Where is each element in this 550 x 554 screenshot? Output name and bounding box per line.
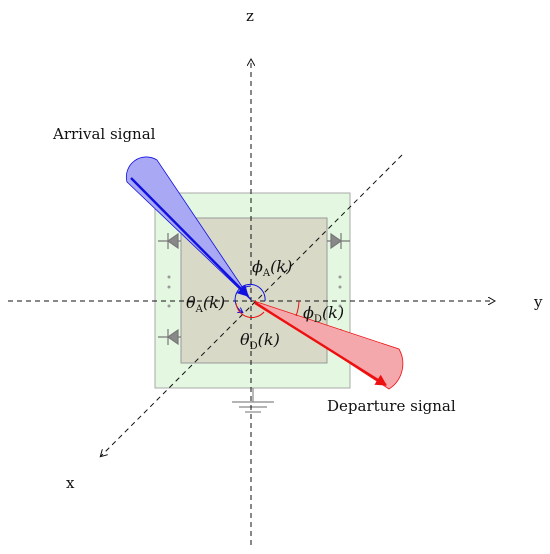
phi-d-arc [295,300,300,317]
phi-d-label: ϕD(k) [303,303,344,325]
theta-d-label: θD(k) [240,330,280,352]
ground-icon [232,388,274,413]
x-axis [101,154,403,456]
departure-arrow [254,301,387,387]
departure-signal-label: Departure signal [327,397,456,415]
theta-a-label: θA(k) [186,293,225,315]
left-element-column [158,232,181,346]
x-axis-label: x [66,474,75,492]
arrival-arrow [130,177,249,297]
theta-d-arc [235,302,265,318]
z-axis-label: z [246,7,254,25]
left-dots [167,275,171,308]
arrival-beam [125,156,252,301]
y-axis-label: y [533,293,543,311]
right-dots [338,275,342,308]
phi-a-label: ϕA(k) [252,257,292,279]
theta-a-arc [239,285,252,292]
departure-beam [253,300,404,390]
arrival-signal-label: Arrival signal [52,125,156,143]
